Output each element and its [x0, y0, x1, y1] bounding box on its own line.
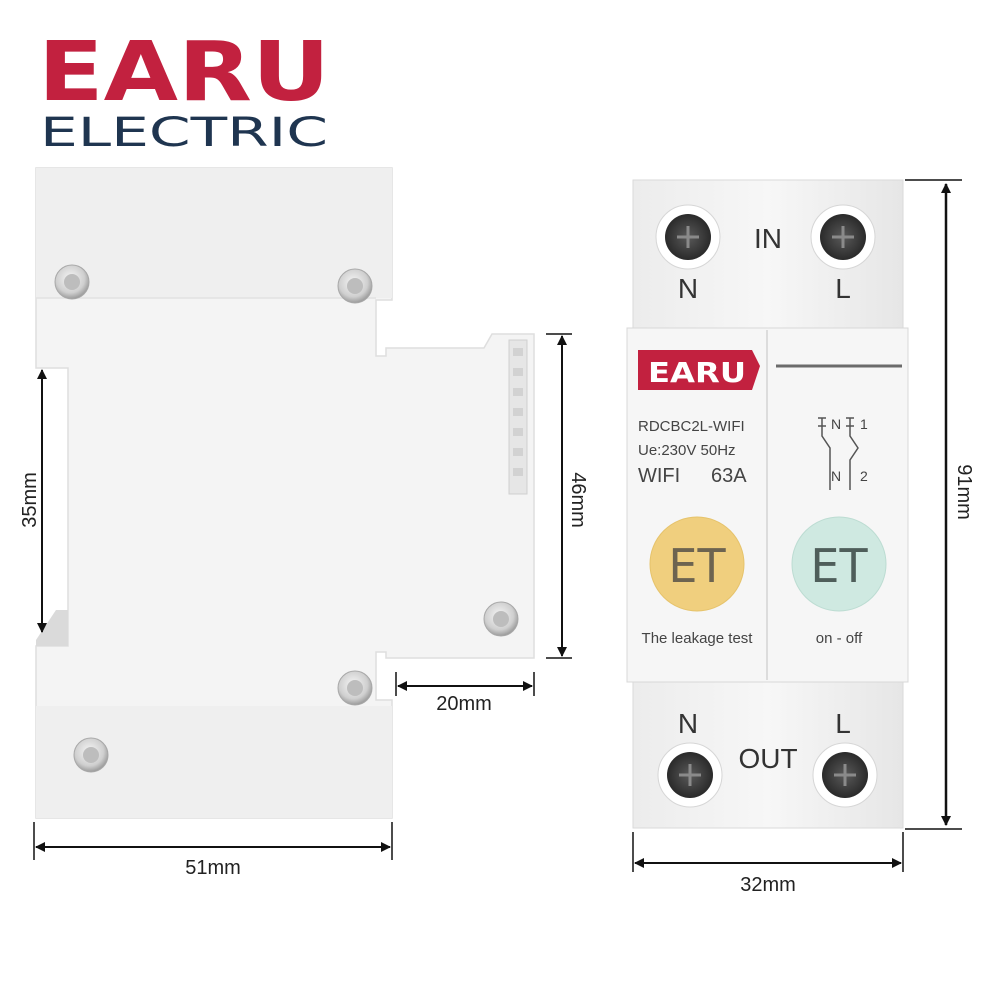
- dim-20mm: 20mm: [395, 672, 535, 715]
- terminal-screw-top-n: [655, 204, 721, 270]
- dim-20mm-label: 20mm: [436, 693, 492, 715]
- rivet: [337, 670, 373, 706]
- out-label: OUT: [738, 743, 797, 774]
- top-n-label: N: [678, 273, 698, 304]
- side-view: [35, 167, 535, 819]
- schematic-1: 1: [860, 416, 868, 432]
- amps-text: 63A: [711, 465, 747, 487]
- dim-91mm: 91mm: [905, 179, 975, 830]
- schematic-n2: N: [831, 468, 841, 484]
- side-vent-slots: [513, 348, 523, 476]
- leakage-test-button[interactable]: ET: [649, 516, 745, 612]
- logo-sub: ELECTRIC: [40, 110, 328, 156]
- rivet: [337, 268, 373, 304]
- dim-51mm-label: 51mm: [185, 857, 241, 879]
- circuit-schematic: [818, 417, 859, 490]
- dim-51mm: 51mm: [33, 822, 393, 879]
- wifi-text: WIFI: [638, 465, 680, 487]
- model-text: RDCBC2L-WIFI: [638, 418, 745, 435]
- terminal-screw-bottom-n: [657, 742, 723, 808]
- front-badge: EARU: [638, 350, 760, 390]
- on-off-button[interactable]: ET: [791, 516, 887, 612]
- badge-text: EARU: [648, 356, 746, 389]
- rivet: [54, 264, 90, 300]
- dim-91mm-label: 91mm: [953, 464, 975, 520]
- front-view: IN N L EARU RDCBC2L-WIFI Ue:230V 50Hz WI…: [626, 179, 909, 829]
- din-clip: [36, 610, 68, 646]
- bottom-l-label: L: [835, 708, 851, 739]
- rating-text: Ue:230V 50Hz: [638, 442, 736, 459]
- terminal-screw-top-l: [810, 204, 876, 270]
- dim-35mm: 35mm: [19, 369, 47, 633]
- dim-32mm: 32mm: [632, 832, 904, 896]
- dim-35mm-label: 35mm: [19, 472, 41, 528]
- in-label: IN: [754, 223, 782, 254]
- schematic-2: 2: [860, 468, 868, 484]
- rivet: [483, 601, 519, 637]
- bottom-n-label: N: [678, 708, 698, 739]
- dim-46mm: 46mm: [546, 333, 589, 659]
- terminal-screw-bottom-l: [812, 742, 878, 808]
- top-l-label: L: [835, 273, 851, 304]
- leakage-button-glyph: ET: [668, 539, 726, 593]
- onoff-label: on - off: [816, 630, 863, 647]
- rivet: [73, 737, 109, 773]
- dim-32mm-label: 32mm: [740, 874, 796, 896]
- logo-brand: EARU: [38, 25, 330, 120]
- brand-logo: EARU ELECTRIC: [38, 25, 330, 156]
- side-top-band: [36, 168, 392, 298]
- dim-46mm-label: 46mm: [567, 472, 589, 528]
- schematic-n1: N: [831, 416, 841, 432]
- onoff-button-glyph: ET: [810, 539, 868, 593]
- leakage-label: The leakage test: [642, 630, 754, 647]
